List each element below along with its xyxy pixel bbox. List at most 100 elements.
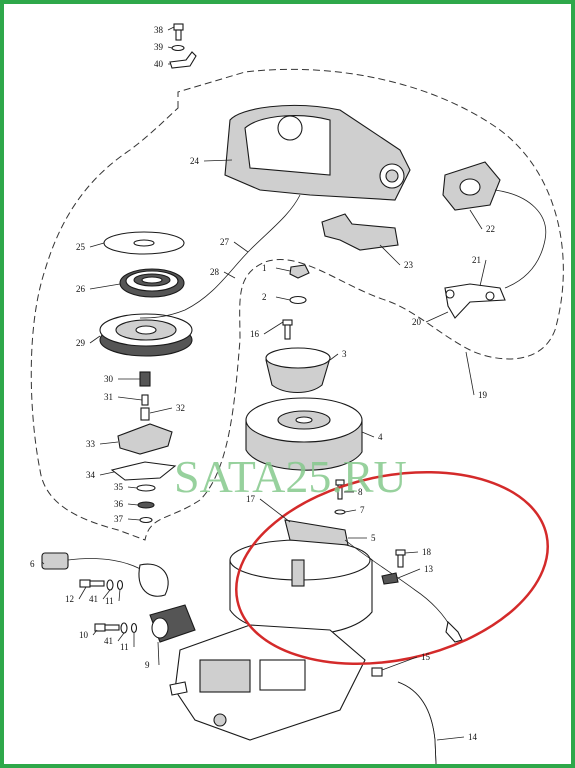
leader-line-16 [263,321,284,335]
leader-line-18 [404,551,419,554]
module-9 [149,604,196,643]
callout-label-9: 9 [145,660,150,670]
bracket-23 [321,213,399,251]
starter-handle-22 [442,161,547,289]
leader-line-32 [149,407,173,414]
leader-line-24 [203,159,233,162]
washer-36 [137,501,155,509]
callout-label-10: 10 [79,630,89,640]
callout-label-30: 30 [104,374,114,384]
callout-label-11: 11 [105,596,114,606]
washer-39 [171,44,185,52]
plug-wire-end [445,620,463,643]
leader-line-25 [89,242,105,248]
leader-line-27 [233,241,249,253]
leader-line-9 [157,641,160,666]
callout-label-31: 31 [104,392,113,402]
callout-label-25: 25 [76,242,86,252]
callout-label-40: 40 [154,59,164,69]
pulley-29 [99,313,193,357]
callout-label-14: 14 [468,732,478,742]
callout-label-36: 36 [114,499,124,509]
bolt-38 [173,23,184,41]
hose-14-inner [397,681,437,764]
leader-line-2 [275,296,291,301]
leader-line-15 [381,656,418,671]
leader-line-17 [259,498,291,523]
callout-label-19: 19 [478,390,488,400]
leader-line-13 [397,568,421,579]
callout-label-11: 11 [120,642,129,652]
callout-label-1: 1 [262,263,267,273]
callout-label-26: 26 [76,284,86,294]
watermark-text: SATA25.RU [174,451,407,502]
callout-label-24: 24 [190,156,200,166]
leader-line-3 [329,353,339,361]
callout-label-32: 32 [176,403,185,413]
leader-line-35 [127,486,138,489]
leader-line-31 [117,396,143,401]
bolt-8 [335,479,345,500]
leader-line-39 [167,46,173,49]
nut-1 [289,264,310,279]
callout-label-29: 29 [76,338,86,348]
callout-label-15: 15 [421,652,431,662]
ignition-coil-17 [284,519,453,631]
callout-label-41: 41 [89,594,98,604]
fitting-15 [371,667,383,677]
leader-line-7 [344,509,357,513]
spring-26 [119,268,185,298]
bolt-16 [282,319,293,340]
callout-label-39: 39 [154,42,164,52]
bolt-18 [395,549,406,568]
spring-30 [139,371,151,387]
stator-housing [229,539,373,636]
callout-label-38: 38 [154,25,164,35]
leader-line-6 [41,561,45,565]
leader-line-37 [127,518,141,521]
callout-label-17: 17 [246,494,256,504]
callout-label-4: 4 [378,432,383,442]
callout-label-3: 3 [342,349,347,359]
leader-line-41 [117,632,125,642]
washer-11a [116,579,124,591]
leader-line-36 [127,503,139,506]
callout-label-8: 8 [358,487,363,497]
leader-line-34 [99,471,115,476]
callout-label-16: 16 [250,329,260,339]
callout-label-7: 7 [360,505,365,515]
clip-40 [169,51,197,69]
callout-label-35: 35 [114,482,124,492]
callout-label-20: 20 [412,317,422,327]
plate-34 [110,461,177,481]
leader-line-21 [479,259,487,287]
leader-line-22 [469,209,483,230]
callout-label-41: 41 [104,636,113,646]
callout-label-6: 6 [30,559,35,569]
washer-2 [289,295,307,305]
callout-label-2: 2 [262,292,267,302]
callout-label-27: 27 [220,237,230,247]
linkage-20-21 [444,283,506,319]
bolt-10 [94,623,120,632]
bolt-12 [79,579,105,588]
leader-line-23 [379,244,401,266]
cable-27-28 [139,249,251,319]
washer-11b [130,622,138,634]
leader-line-12 [78,586,87,600]
leader-line-28 [223,271,236,279]
group-outline-starter [30,68,564,541]
plate-25-hole [133,239,155,247]
callout-label-34: 34 [86,470,96,480]
highlight-ellipse [235,470,549,666]
ratchet-33 [117,423,173,455]
callout-label-5: 5 [371,533,376,543]
callout-label-37: 37 [114,514,124,524]
pin-31 [141,394,149,406]
washer-37 [139,516,153,524]
leader-line-29 [89,335,101,344]
callout-label-13: 13 [424,564,434,574]
cup-3 [265,347,331,394]
plug-cap-6 [41,552,169,597]
